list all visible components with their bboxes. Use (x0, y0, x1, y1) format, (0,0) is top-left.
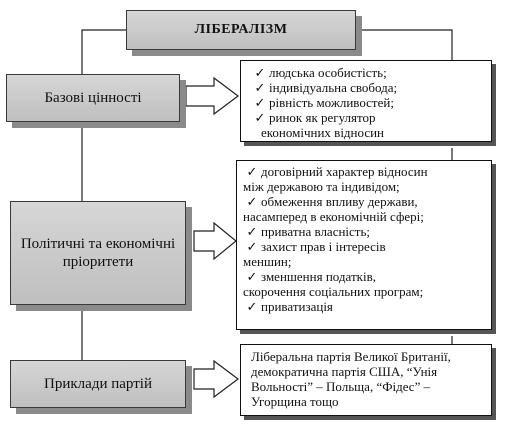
category-party-examples: Приклади партій (10, 360, 186, 408)
list-item-continuation: скорочення соціальних програм; (243, 284, 424, 299)
check-icon: ✓ (254, 80, 266, 95)
check-icon: ✓ (254, 65, 266, 80)
check-icon: ✓ (246, 239, 258, 254)
list-item: ✓рівність можливостей; (251, 95, 485, 110)
list-item: ✓договірний характер відносин (243, 164, 485, 179)
party-text-line: демократична партія США, “Унія (251, 364, 438, 379)
list-item-continuation: насамперед в економічній сфері; (243, 209, 424, 224)
category-base-values: Базові цінності (6, 74, 180, 122)
right-connector (362, 29, 453, 344)
left-connector (81, 29, 126, 360)
check-icon: ✓ (246, 299, 258, 314)
list-item: ✓зменшення податків, (243, 269, 485, 284)
list-item: ✓захист прав і інтересів (243, 239, 485, 254)
party-text-line: Вольності” – Польща, “Фідес” – (251, 379, 431, 394)
base-values-box: ✓людська особистість; ✓індивідуальна сво… (240, 60, 492, 142)
party-text-line: Ліберальна партія Великої Британії, (251, 349, 451, 364)
party-examples-box: Ліберальна партія Великої Британії, демо… (240, 344, 492, 416)
check-icon: ✓ (246, 269, 258, 284)
check-icon: ✓ (254, 110, 266, 125)
priorities-box: ✓договірний характер відносин між держав… (236, 160, 492, 330)
check-icon: ✓ (246, 194, 258, 209)
list-item: ✓індивідуальна свобода; (251, 80, 485, 95)
check-icon: ✓ (254, 95, 266, 110)
list-item-continuation: економічних відносин (261, 125, 385, 140)
list-item: ✓приватизація (243, 299, 485, 314)
list-item-continuation: між державою та індивідом; (243, 179, 400, 194)
list-item: ✓обмеження впливу держави, (243, 194, 485, 209)
arrow-icon (185, 76, 239, 399)
diagram-title: ЛІБЕРАЛІЗМ (126, 10, 356, 50)
category-priorities: Політичні та економічні пріоритети (10, 201, 186, 305)
check-icon: ✓ (246, 164, 258, 179)
list-item: ✓ринок як регулятор (251, 110, 485, 125)
list-item-continuation: меншин; (243, 254, 292, 269)
check-icon: ✓ (246, 224, 258, 239)
list-item: ✓приватна власність; (243, 224, 485, 239)
party-text-line: Угорщина тощо (251, 394, 339, 409)
list-item: ✓людська особистість; (251, 65, 485, 80)
